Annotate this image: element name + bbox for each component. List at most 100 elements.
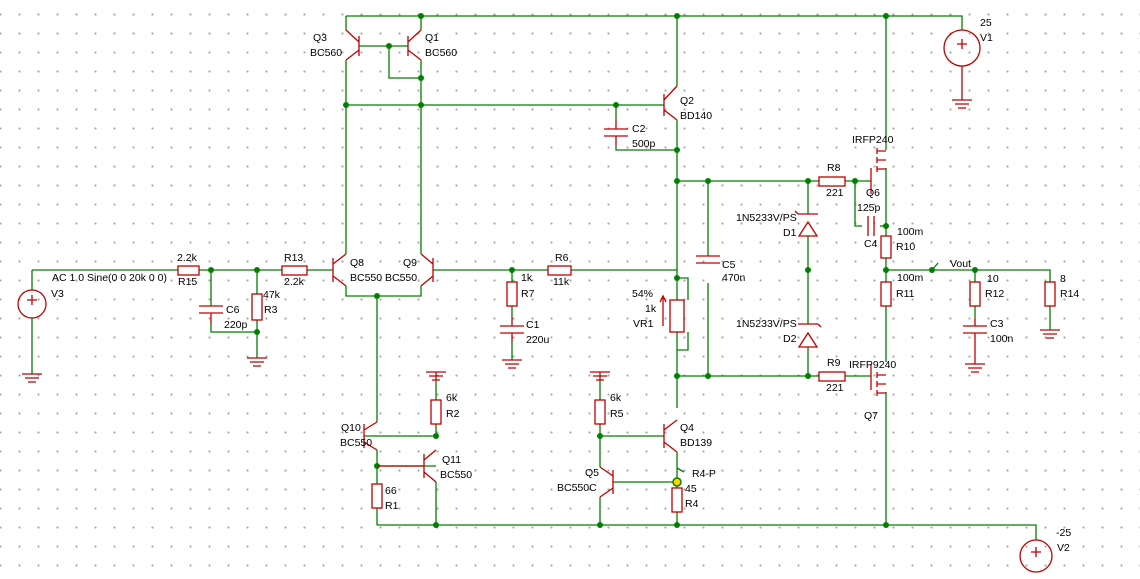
q8-npn-transistor bbox=[332, 253, 347, 287]
r1-value: 66 bbox=[385, 485, 397, 497]
r9-resistor bbox=[818, 371, 846, 382]
q1-pnp-transistor bbox=[407, 29, 422, 61]
q5-ref: Q5 bbox=[585, 467, 599, 479]
r11-ref: R11 bbox=[896, 288, 915, 300]
v2-ref: V2 bbox=[1057, 542, 1070, 554]
r10-value: 100m bbox=[897, 226, 924, 238]
vr1-potentiometer bbox=[659, 294, 685, 333]
c5-capacitor bbox=[696, 255, 720, 264]
r6-value: 11k bbox=[553, 276, 570, 288]
c2-capacitor bbox=[604, 120, 628, 145]
ground-r3 bbox=[247, 357, 267, 367]
vr1-setting: 54% bbox=[632, 288, 653, 300]
r8-resistor bbox=[818, 176, 846, 187]
r13-value: 2.2k bbox=[284, 276, 305, 288]
wires bbox=[31, 15, 1051, 540]
r5-value: 6k bbox=[610, 392, 622, 404]
q6-part: IRFP240 bbox=[852, 134, 894, 146]
v3-ref: V3 bbox=[51, 288, 64, 300]
q5-part: BC550C bbox=[557, 482, 597, 494]
vr1-ref: VR1 bbox=[633, 318, 654, 330]
q7-ref: Q7 bbox=[864, 410, 878, 422]
r7-ref: R7 bbox=[521, 288, 535, 300]
ground-r5 bbox=[590, 371, 610, 381]
r12-value: 10 bbox=[987, 273, 999, 285]
r4-value: 45 bbox=[685, 483, 697, 495]
r8-value: 221 bbox=[826, 187, 844, 199]
r3-resistor bbox=[251, 293, 263, 321]
r7-value: 1k bbox=[521, 272, 533, 284]
r1-resistor bbox=[371, 483, 383, 509]
q9-npn-transistor bbox=[420, 253, 434, 287]
q1-ref: Q1 bbox=[425, 32, 439, 44]
r9-ref: R9 bbox=[827, 357, 841, 369]
ground-v1 bbox=[952, 92, 972, 109]
ground-c3 bbox=[965, 363, 985, 373]
ground-r14 bbox=[1040, 329, 1060, 339]
c4-ref: C4 bbox=[864, 238, 878, 250]
r1-ref: R1 bbox=[385, 500, 399, 512]
r10-resistor bbox=[880, 235, 892, 259]
q2-ref: Q2 bbox=[680, 95, 694, 107]
q3-ref: Q3 bbox=[313, 32, 327, 44]
r5-resistor bbox=[594, 399, 606, 425]
r14-ref: R14 bbox=[1060, 288, 1079, 300]
q3-part: BC560 bbox=[310, 47, 342, 59]
d2-part: 1N5233V/PS bbox=[736, 318, 797, 330]
r15-value: 2.2k bbox=[177, 252, 198, 264]
r3-value: 47k bbox=[263, 289, 281, 301]
r6-resistor bbox=[547, 265, 572, 276]
r3-ref: R3 bbox=[264, 304, 278, 316]
c6-ref: C6 bbox=[226, 304, 240, 316]
q2-pnp-transistor bbox=[663, 85, 678, 121]
r13-resistor bbox=[281, 265, 308, 276]
c1-ref: C1 bbox=[526, 319, 540, 331]
q6-mosfet bbox=[870, 148, 886, 194]
r4p-probe-marker bbox=[672, 477, 682, 487]
q4-part: BD139 bbox=[680, 437, 712, 449]
r5-ref: R5 bbox=[610, 408, 624, 420]
v2-source bbox=[1019, 539, 1053, 573]
ground-v3 bbox=[22, 373, 42, 383]
r15-resistor bbox=[177, 265, 200, 276]
d1-part: 1N5233V/PS bbox=[736, 212, 797, 224]
ground-symbols bbox=[22, 92, 1060, 383]
r7-resistor bbox=[506, 281, 518, 307]
d1-zener bbox=[794, 210, 819, 237]
c5-value: 470n bbox=[722, 272, 746, 284]
c4-value: 125p bbox=[857, 202, 881, 214]
r11-value: 100m bbox=[897, 272, 924, 284]
q1-part: BC560 bbox=[425, 47, 457, 59]
c1-capacitor bbox=[500, 318, 524, 342]
q11-ref: Q11 bbox=[442, 454, 461, 466]
q4-ref: Q4 bbox=[680, 422, 694, 434]
vr1-value: 1k bbox=[645, 303, 657, 315]
c4-capacitor bbox=[867, 216, 875, 236]
d2-ref: D2 bbox=[783, 333, 797, 345]
q6-ref: Q6 bbox=[866, 187, 880, 199]
q5-npn-transistor bbox=[599, 466, 614, 498]
r2-ref: R2 bbox=[446, 408, 460, 420]
c6-capacitor bbox=[199, 305, 223, 324]
v1-ref: V1 bbox=[980, 32, 993, 44]
r14-value: 8 bbox=[1060, 273, 1066, 285]
v3-value: AC 1 0 Sine(0 0 20k 0 0) bbox=[52, 272, 167, 284]
ground-r2 bbox=[426, 371, 446, 381]
r4-resistor bbox=[671, 487, 683, 513]
q10-npn-transistor bbox=[363, 421, 378, 451]
q4-npn-transistor bbox=[663, 419, 678, 453]
q9-ref: Q9 bbox=[403, 257, 417, 269]
labels: Q3 BC560 Q1 BC560 Q2 BD140 C2 500p 25 V1… bbox=[51, 17, 1079, 554]
r4p-label: R4-P bbox=[692, 468, 716, 480]
d1-ref: D1 bbox=[783, 227, 797, 239]
v1-value: 25 bbox=[980, 17, 992, 29]
r12-ref: R12 bbox=[985, 288, 1004, 300]
q11-npn-transistor bbox=[377, 449, 437, 483]
c3-value: 100n bbox=[990, 333, 1014, 345]
vout-label: Vout bbox=[950, 258, 971, 270]
q7-part: IRFP9240 bbox=[849, 359, 896, 371]
c2-value: 500p bbox=[632, 138, 656, 150]
c1-value: 220u bbox=[526, 334, 550, 346]
d2-zener bbox=[797, 323, 822, 348]
